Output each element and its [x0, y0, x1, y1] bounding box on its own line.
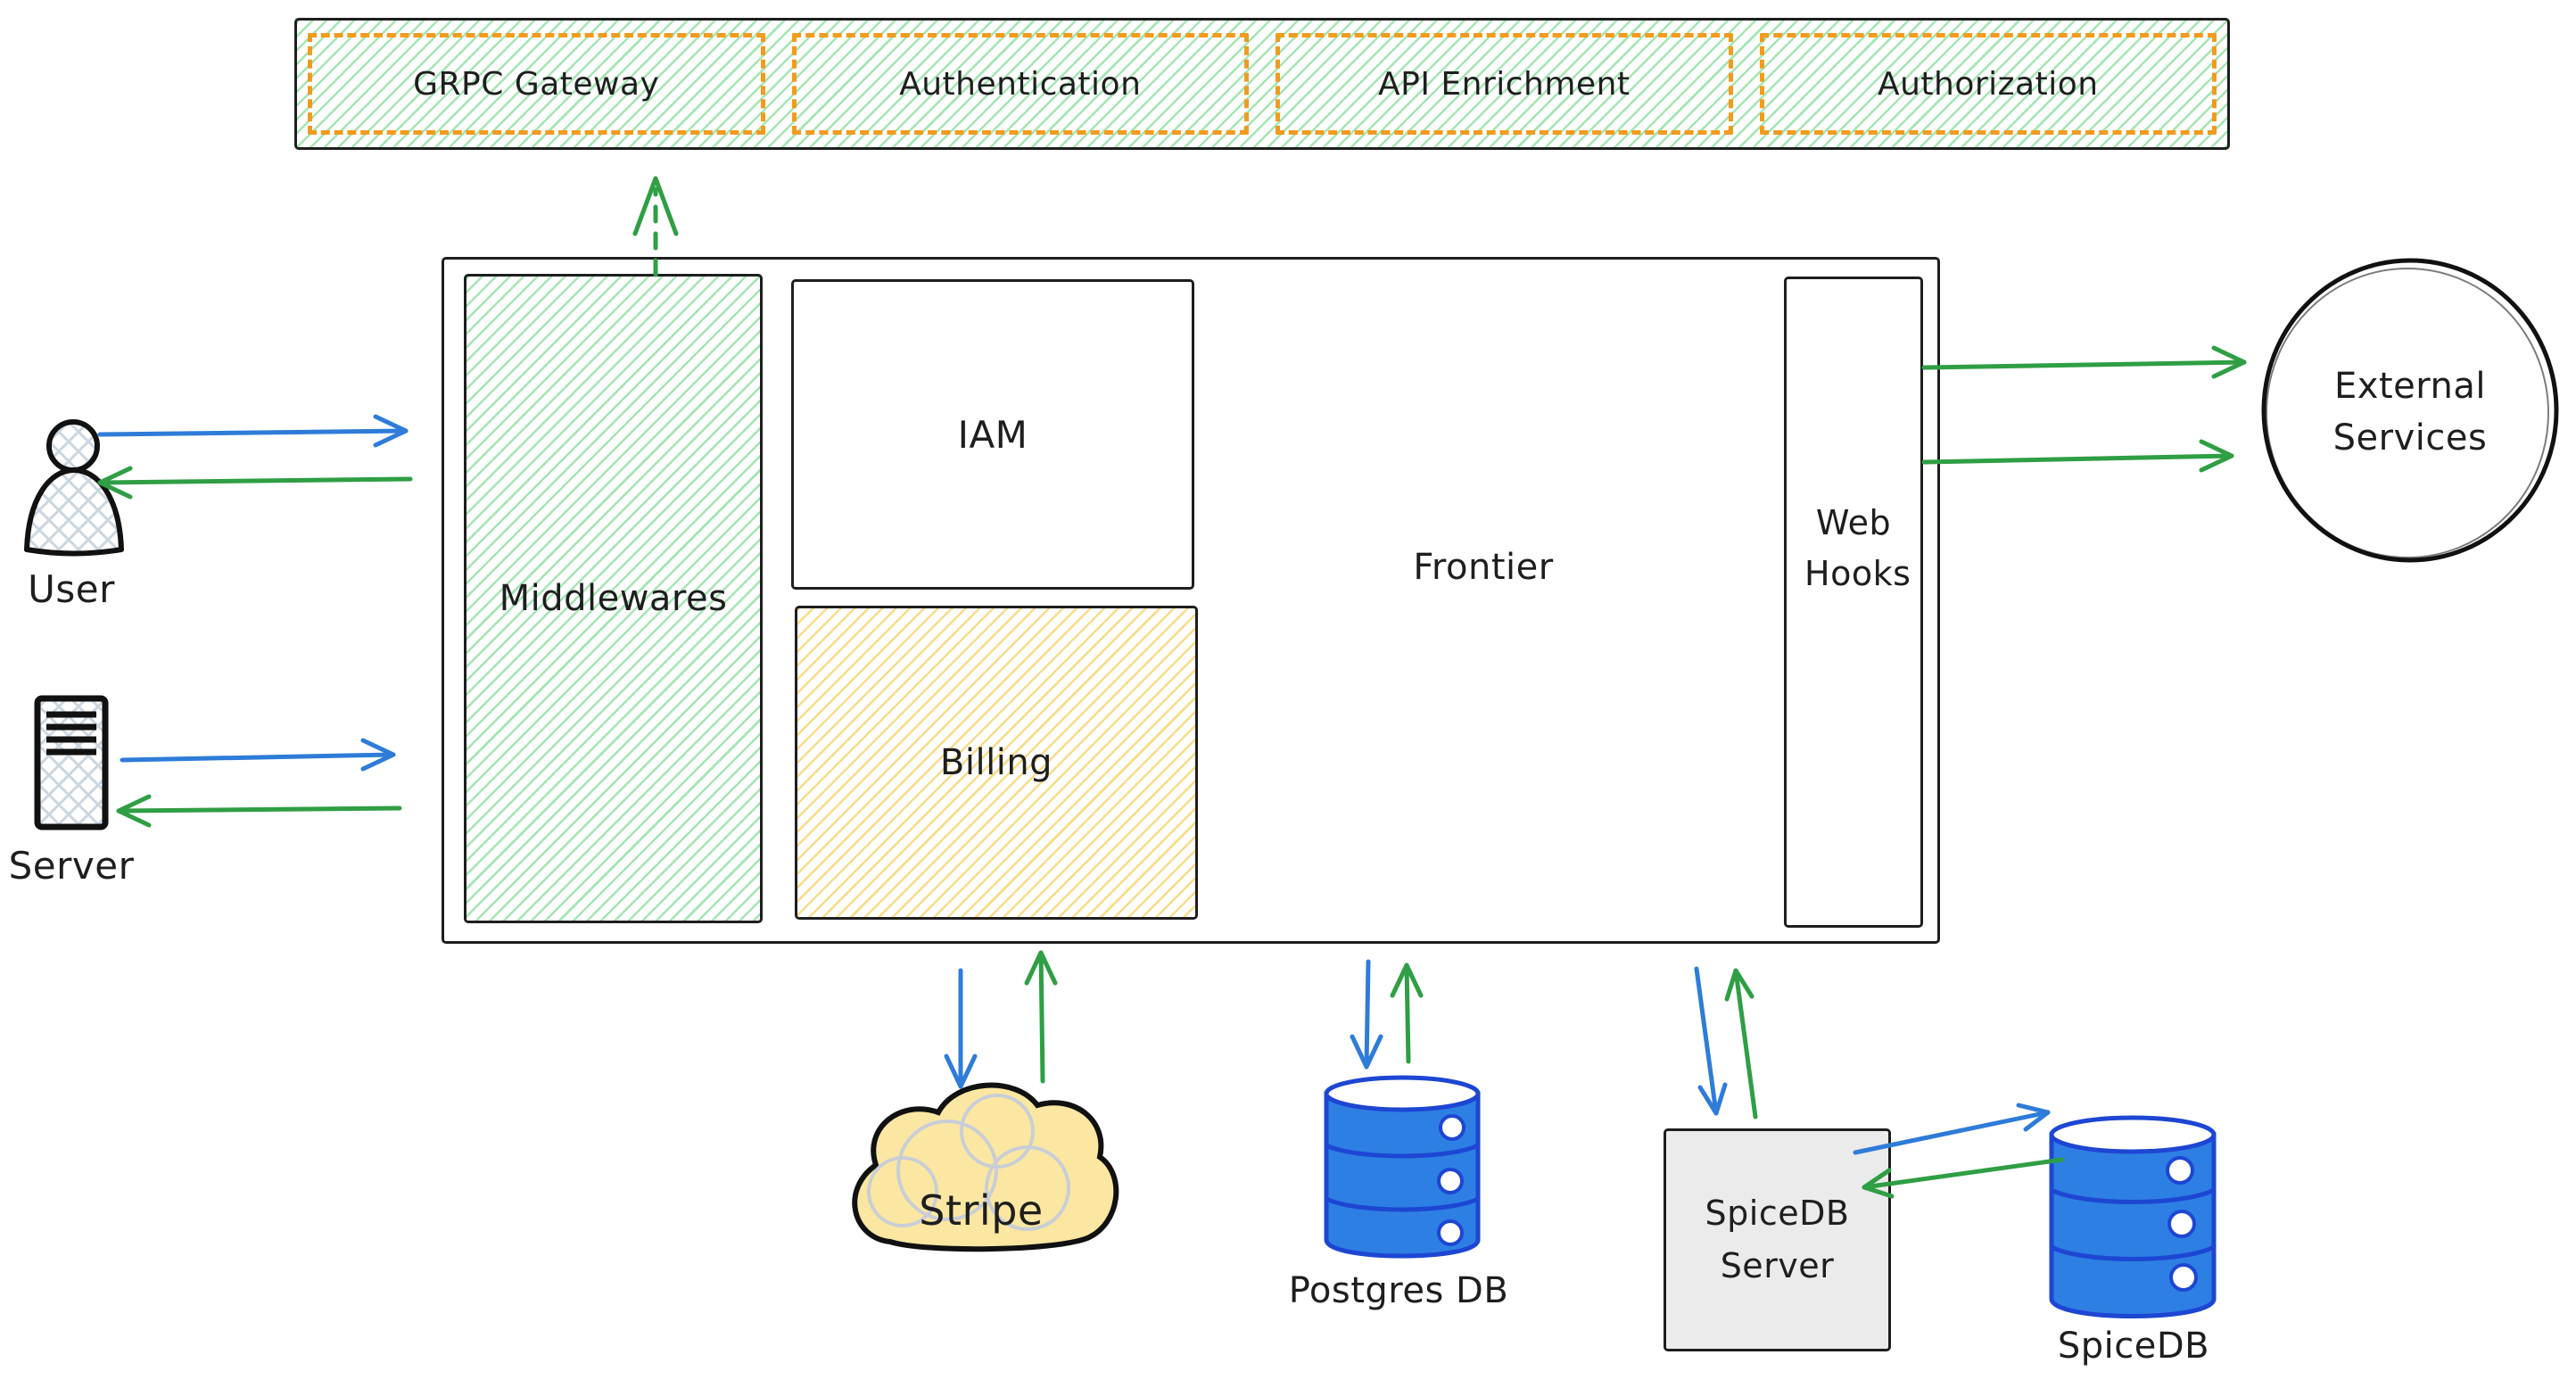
edge-postgres-to-frontier	[1390, 963, 1424, 1064]
node-authentication: Authentication	[791, 33, 1249, 135]
authentication-label: Authentication	[899, 65, 1142, 103]
node-authorization: Authorization	[1759, 33, 2217, 135]
postgres-db-label: Postgres DB	[1288, 1270, 1509, 1311]
stripe-label: Stripe	[919, 1186, 1044, 1235]
edge-middlewares-to-user	[97, 466, 413, 500]
node-billing: Billing	[795, 606, 1198, 920]
node-spicedb-server: SpiceDB Server	[1664, 1128, 1891, 1351]
node-iam: IAM	[791, 279, 1194, 590]
server-icon	[34, 695, 109, 830]
grpc-gateway-label: GRPC Gateway	[413, 65, 660, 103]
middlewares-label: Middlewares	[499, 578, 728, 619]
authorization-label: Authorization	[1877, 65, 2099, 103]
frontier-gateway-box: Middlewares IAM Billing Frontier Web Hoo…	[442, 257, 1940, 944]
edge-frontier-to-stripe	[944, 968, 978, 1089]
node-grpc-gateway: GRPC Gateway	[308, 33, 765, 135]
spicedb-cylinder	[2049, 1115, 2217, 1318]
edge-user-to-middlewares	[97, 414, 409, 448]
edge-server-to-middlewares	[120, 738, 396, 772]
user-label: User	[28, 567, 115, 611]
edge-webhooks-to-external-2	[1921, 439, 2234, 473]
postgres-db-cylinder	[1324, 1075, 1481, 1259]
user-icon	[24, 419, 124, 557]
frontier-label: Frontier	[1413, 547, 1554, 588]
edge-stripe-to-frontier	[1024, 950, 1058, 1084]
api-enrichment-label: API Enrichment	[1377, 65, 1631, 103]
external-services-label: External Services	[2332, 366, 2488, 459]
edge-spicedb-to-spicedb-server	[1862, 1157, 2065, 1199]
spicedb-label: SpiceDB	[2057, 1326, 2210, 1367]
spicedb-server-label: SpiceDB Server	[1705, 1194, 1850, 1285]
edge-frontier-to-spicedb-server	[1694, 966, 1728, 1116]
iam-label: IAM	[957, 412, 1028, 457]
webhooks-label: Web Hooks	[1804, 503, 1911, 593]
server-label: Server	[8, 844, 135, 888]
edge-frontier-to-postgres	[1350, 959, 1383, 1070]
node-api-enrichment: API Enrichment	[1276, 33, 1733, 135]
node-webhooks: Web Hooks	[1784, 277, 1923, 928]
middleware-chain-bar: GRPC Gateway Authentication API Enrichme…	[294, 18, 2230, 150]
node-middlewares: Middlewares	[464, 274, 763, 923]
edge-middlewares-to-server	[116, 794, 402, 828]
edge-spicedb-server-to-frontier	[1724, 968, 1758, 1119]
billing-label: Billing	[939, 742, 1053, 783]
edge-webhooks-to-external-1	[1921, 345, 2247, 379]
